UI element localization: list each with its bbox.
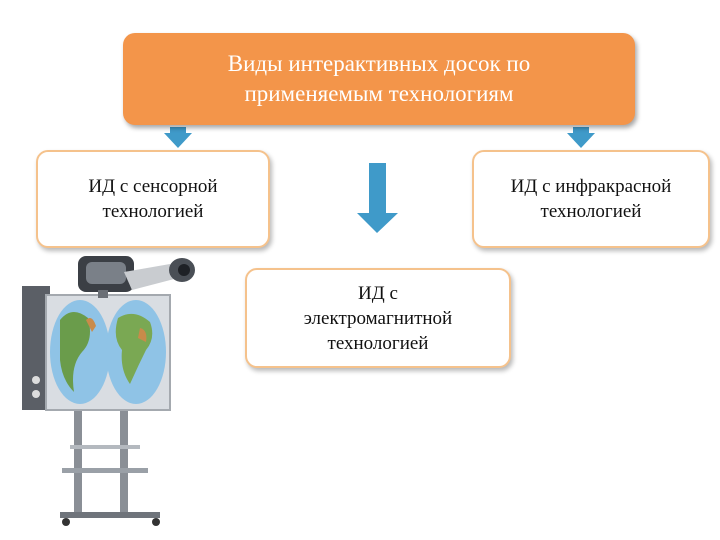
node-electromagnetic-technology: ИД с электромагнитной технологией <box>245 268 511 368</box>
node-electromagnetic-line-3: технологией <box>304 331 452 356</box>
title-line-1: Виды интерактивных досок по <box>228 49 530 79</box>
node-touch-line-1: ИД с сенсорной <box>88 174 217 199</box>
node-infrared-technology: ИД с инфракрасной технологией <box>472 150 710 248</box>
diagram-title: Виды интерактивных досок по применяемым … <box>123 33 635 125</box>
node-touch-technology: ИД с сенсорной технологией <box>36 150 270 248</box>
node-infrared-line-2: технологией <box>511 199 672 224</box>
title-line-2: применяемым технологиям <box>228 79 530 109</box>
node-touch-line-2: технологией <box>88 199 217 224</box>
node-electromagnetic-line-1: ИД с <box>304 281 452 306</box>
node-infrared-line-1: ИД с инфракрасной <box>511 174 672 199</box>
node-electromagnetic-line-2: электромагнитной <box>304 306 452 331</box>
